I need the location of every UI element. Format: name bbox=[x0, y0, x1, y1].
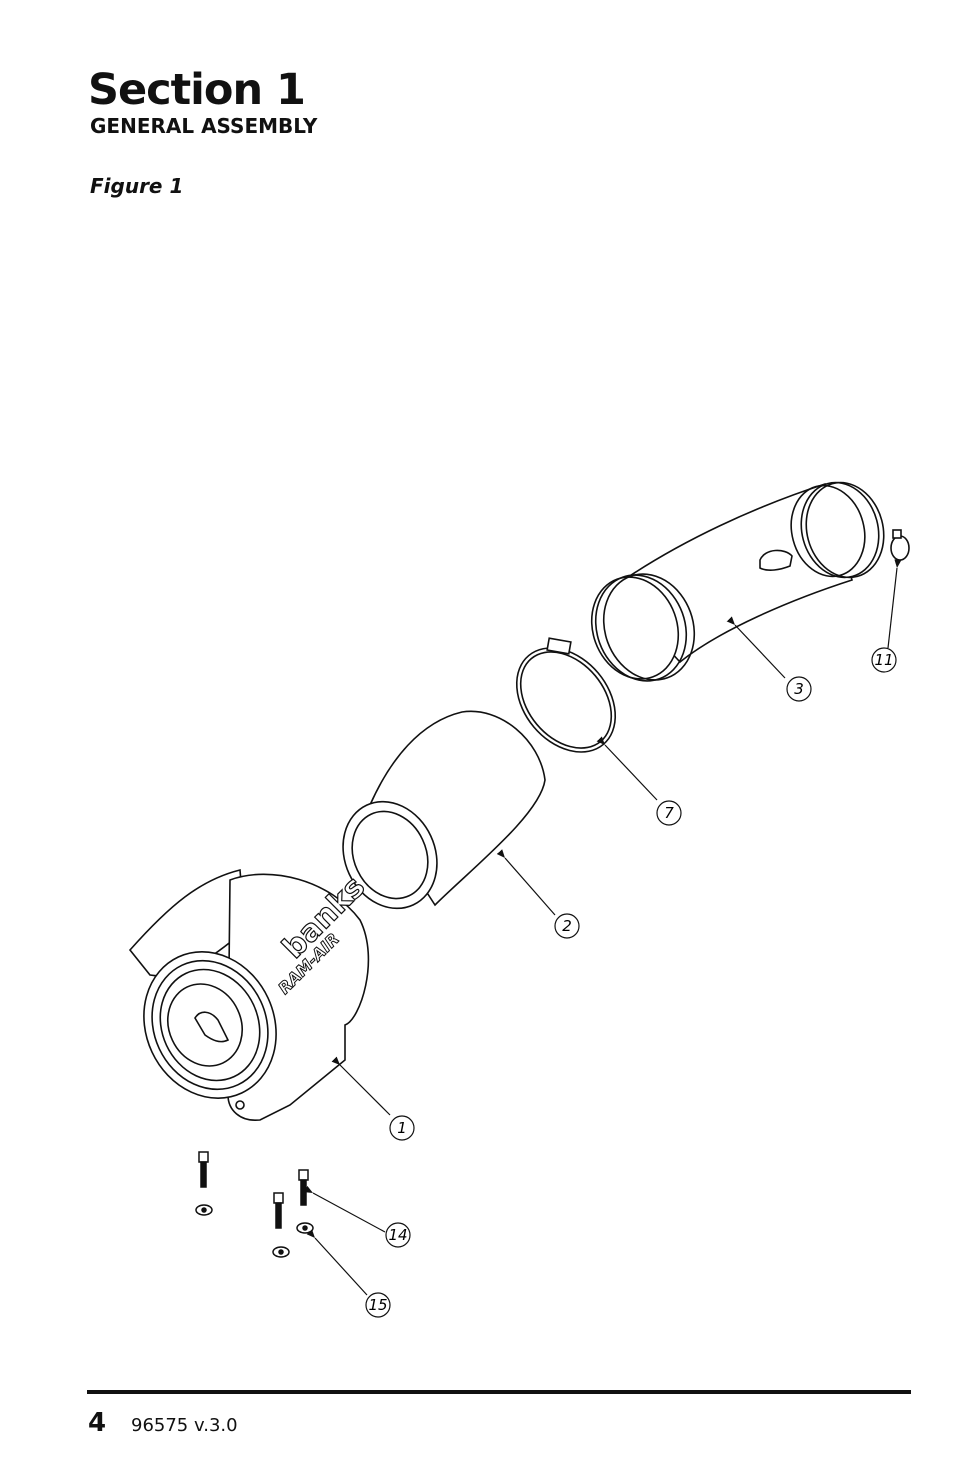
leader-lines bbox=[303, 559, 902, 1296]
section-title: Section 1 bbox=[88, 65, 306, 115]
svg-text:3: 3 bbox=[794, 680, 804, 698]
svg-text:2: 2 bbox=[562, 917, 572, 935]
section-subtitle: GENERAL ASSEMBLY bbox=[90, 114, 318, 138]
svg-text:14: 14 bbox=[388, 1226, 407, 1244]
page-number: 4 bbox=[88, 1408, 107, 1438]
callout-1: 1 bbox=[389, 1115, 415, 1141]
bolt-part bbox=[198, 1151, 309, 1229]
svg-text:1: 1 bbox=[397, 1119, 407, 1137]
callout-11: 11 bbox=[871, 647, 897, 673]
svg-text:15: 15 bbox=[368, 1296, 387, 1314]
air-filter-part bbox=[342, 710, 546, 910]
callout-14: 14 bbox=[385, 1222, 411, 1248]
air-box-part: banks RAM-AIR bbox=[128, 869, 373, 1121]
footer-rule bbox=[87, 1390, 911, 1394]
svg-text:7: 7 bbox=[664, 804, 674, 822]
callout-3: 3 bbox=[786, 676, 812, 702]
callout-7: 7 bbox=[656, 800, 682, 826]
doc-version: 96575 v.3.0 bbox=[131, 1415, 238, 1436]
intake-tube-part bbox=[590, 481, 885, 682]
svg-text:11: 11 bbox=[874, 651, 893, 669]
washer-part bbox=[195, 1204, 314, 1258]
figure-label: Figure 1 bbox=[90, 174, 184, 198]
small-clamp-part bbox=[890, 529, 910, 561]
callout-2: 2 bbox=[554, 913, 580, 939]
callout-15: 15 bbox=[365, 1292, 391, 1318]
